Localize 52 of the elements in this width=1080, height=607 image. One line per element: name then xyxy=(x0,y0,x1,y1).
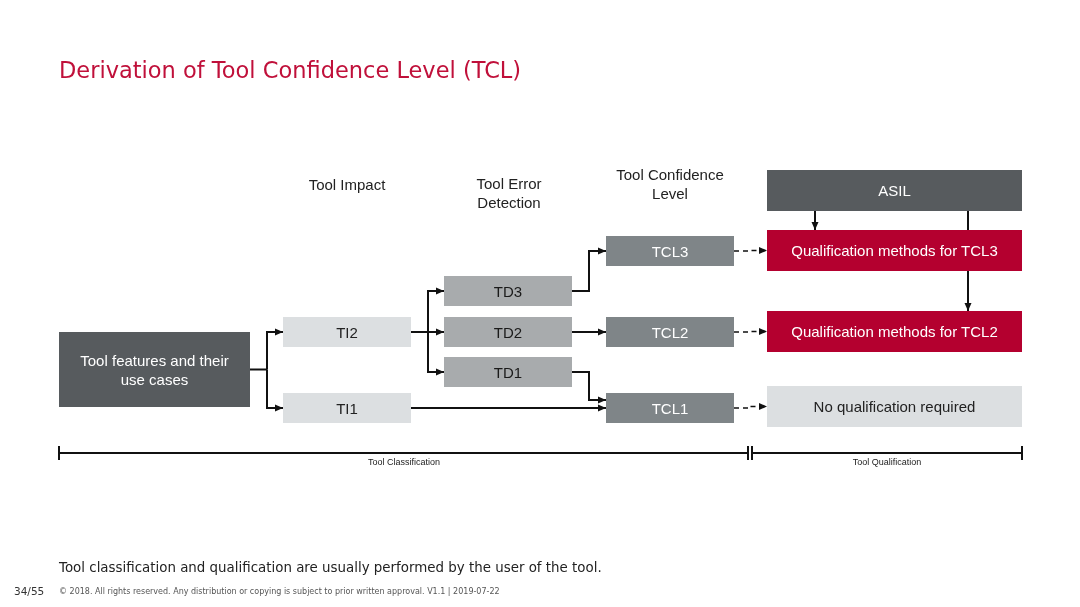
bracket-label: Tool Qualification xyxy=(852,457,922,468)
arrow xyxy=(811,210,819,231)
process-box xyxy=(444,357,572,387)
process-box xyxy=(606,317,734,347)
box-label: TCL3 xyxy=(651,241,689,261)
dashed-arrow xyxy=(733,247,768,254)
connector-line xyxy=(967,210,969,231)
arrow xyxy=(266,368,284,412)
arrow xyxy=(410,404,607,412)
arrow xyxy=(266,328,284,371)
box-label: Qualification methods for TCL3 xyxy=(791,241,998,260)
box-label: TI2 xyxy=(336,322,358,342)
process-box xyxy=(606,236,734,266)
dashed-arrow xyxy=(733,403,768,410)
connector-line xyxy=(410,331,429,333)
box-label: TD2 xyxy=(493,322,523,342)
arrow xyxy=(571,328,607,336)
box-label: TCL2 xyxy=(651,322,689,342)
arrow xyxy=(571,247,607,292)
box-label: Qualification methods for TCL2 xyxy=(791,322,998,341)
slide-title: Derivation of Tool Confidence Level (TCL) xyxy=(59,56,522,84)
arrow xyxy=(427,331,445,376)
dashed-arrow xyxy=(733,328,768,335)
column-header: Tool Error Detection xyxy=(475,174,543,212)
footnote-text: Tool classification and qualification are usually performed by the user of the tool. xyxy=(59,559,602,576)
box-label: ASIL xyxy=(878,181,911,200)
box-label: TCL1 xyxy=(651,398,689,418)
process-box xyxy=(606,393,734,423)
box-label: TD1 xyxy=(493,362,523,382)
bracket-label: Tool Classification xyxy=(368,457,440,468)
column-header: Tool Confidence Level xyxy=(615,165,725,203)
box-label: No qualification required xyxy=(813,397,976,416)
arrow xyxy=(571,371,607,404)
process-box xyxy=(767,230,1022,271)
process-box xyxy=(59,332,250,407)
process-box xyxy=(767,386,1022,427)
process-box xyxy=(444,276,572,306)
box-label: TI1 xyxy=(336,398,358,418)
process-box xyxy=(767,311,1022,352)
page-number: 34/55 xyxy=(14,585,45,598)
arrow xyxy=(964,270,972,312)
arrow xyxy=(427,287,445,333)
process-box xyxy=(283,317,411,347)
box-label: Tool features and their use cases xyxy=(79,350,230,389)
arrow xyxy=(427,328,445,336)
process-box xyxy=(767,170,1022,211)
connector-line xyxy=(249,368,268,371)
copyright-notice: © 2018. All rights reserved. Any distribution or copying is subject to prior written approval. V1.1 | 2019-07-22 xyxy=(59,586,500,597)
column-header: Tool Impact xyxy=(308,175,386,194)
box-label: TD3 xyxy=(493,281,523,301)
process-box xyxy=(283,393,411,423)
process-box xyxy=(444,317,572,347)
